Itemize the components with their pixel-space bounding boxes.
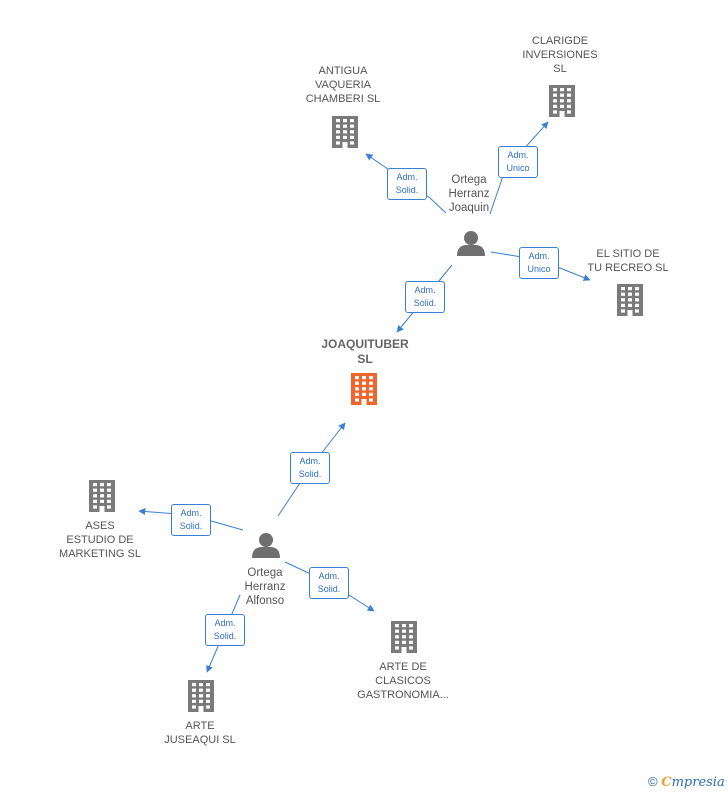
- role-badge-alfonso-arte-juseaqui[interactable]: Adm. Solid.: [205, 614, 245, 646]
- empresia-logo: Cmpresia: [661, 775, 725, 790]
- node-label-arte-juseaqui[interactable]: ARTE JUSEAQUI SL: [164, 720, 236, 746]
- node-label-sitio[interactable]: EL SITIO DE TU RECREO SL: [587, 248, 669, 274]
- building-icon-ases[interactable]: [89, 480, 115, 512]
- building-icon-arte-juseaqui[interactable]: [188, 680, 214, 712]
- node-label-ortega-joaquin[interactable]: Ortega Herranz Joaquin: [448, 174, 490, 214]
- building-icon-joaquituber[interactable]: [351, 373, 377, 405]
- node-label-antigua[interactable]: ANTIGUA VAQUERIA CHAMBERI SL: [305, 65, 381, 105]
- node-label-clarigde[interactable]: CLARIGDE INVERSIONES SL: [522, 35, 598, 75]
- node-label-arte-clasicos[interactable]: ARTE DE CLASICOS GASTRONOMIA...: [357, 661, 449, 701]
- node-label-joaquituber[interactable]: JOAQUITUBER SL: [321, 337, 409, 366]
- building-icon-clarigde[interactable]: [549, 85, 575, 117]
- role-badge-alfonso-ases[interactable]: Adm. Solid.: [171, 504, 211, 536]
- role-badge-joaquin-joaquituber[interactable]: Adm. Solid.: [405, 281, 445, 313]
- building-icon-arte-clasicos[interactable]: [391, 621, 417, 653]
- empresia-footer: © Cmpresia: [648, 774, 725, 790]
- role-badge-joaquin-clarigde[interactable]: Adm. Unico: [498, 146, 538, 178]
- person-icon-ortega-alfonso[interactable]: [252, 533, 280, 558]
- building-icon-antigua[interactable]: [332, 116, 358, 148]
- person-icon-ortega-joaquin[interactable]: [457, 231, 485, 256]
- copyright-symbol: ©: [648, 774, 658, 789]
- role-badge-joaquin-sitio[interactable]: Adm. Unico: [519, 247, 559, 279]
- node-label-ortega-alfonso[interactable]: Ortega Herranz Alfonso: [244, 567, 286, 607]
- node-label-ases[interactable]: ASES ESTUDIO DE MARKETING SL: [59, 520, 141, 560]
- role-badge-joaquin-antigua[interactable]: Adm. Solid.: [387, 168, 427, 200]
- building-icon-sitio[interactable]: [617, 284, 643, 316]
- role-badge-alfonso-joaquituber[interactable]: Adm. Solid.: [290, 452, 330, 484]
- role-badge-alfonso-arte-clasicos[interactable]: Adm. Solid.: [309, 567, 349, 599]
